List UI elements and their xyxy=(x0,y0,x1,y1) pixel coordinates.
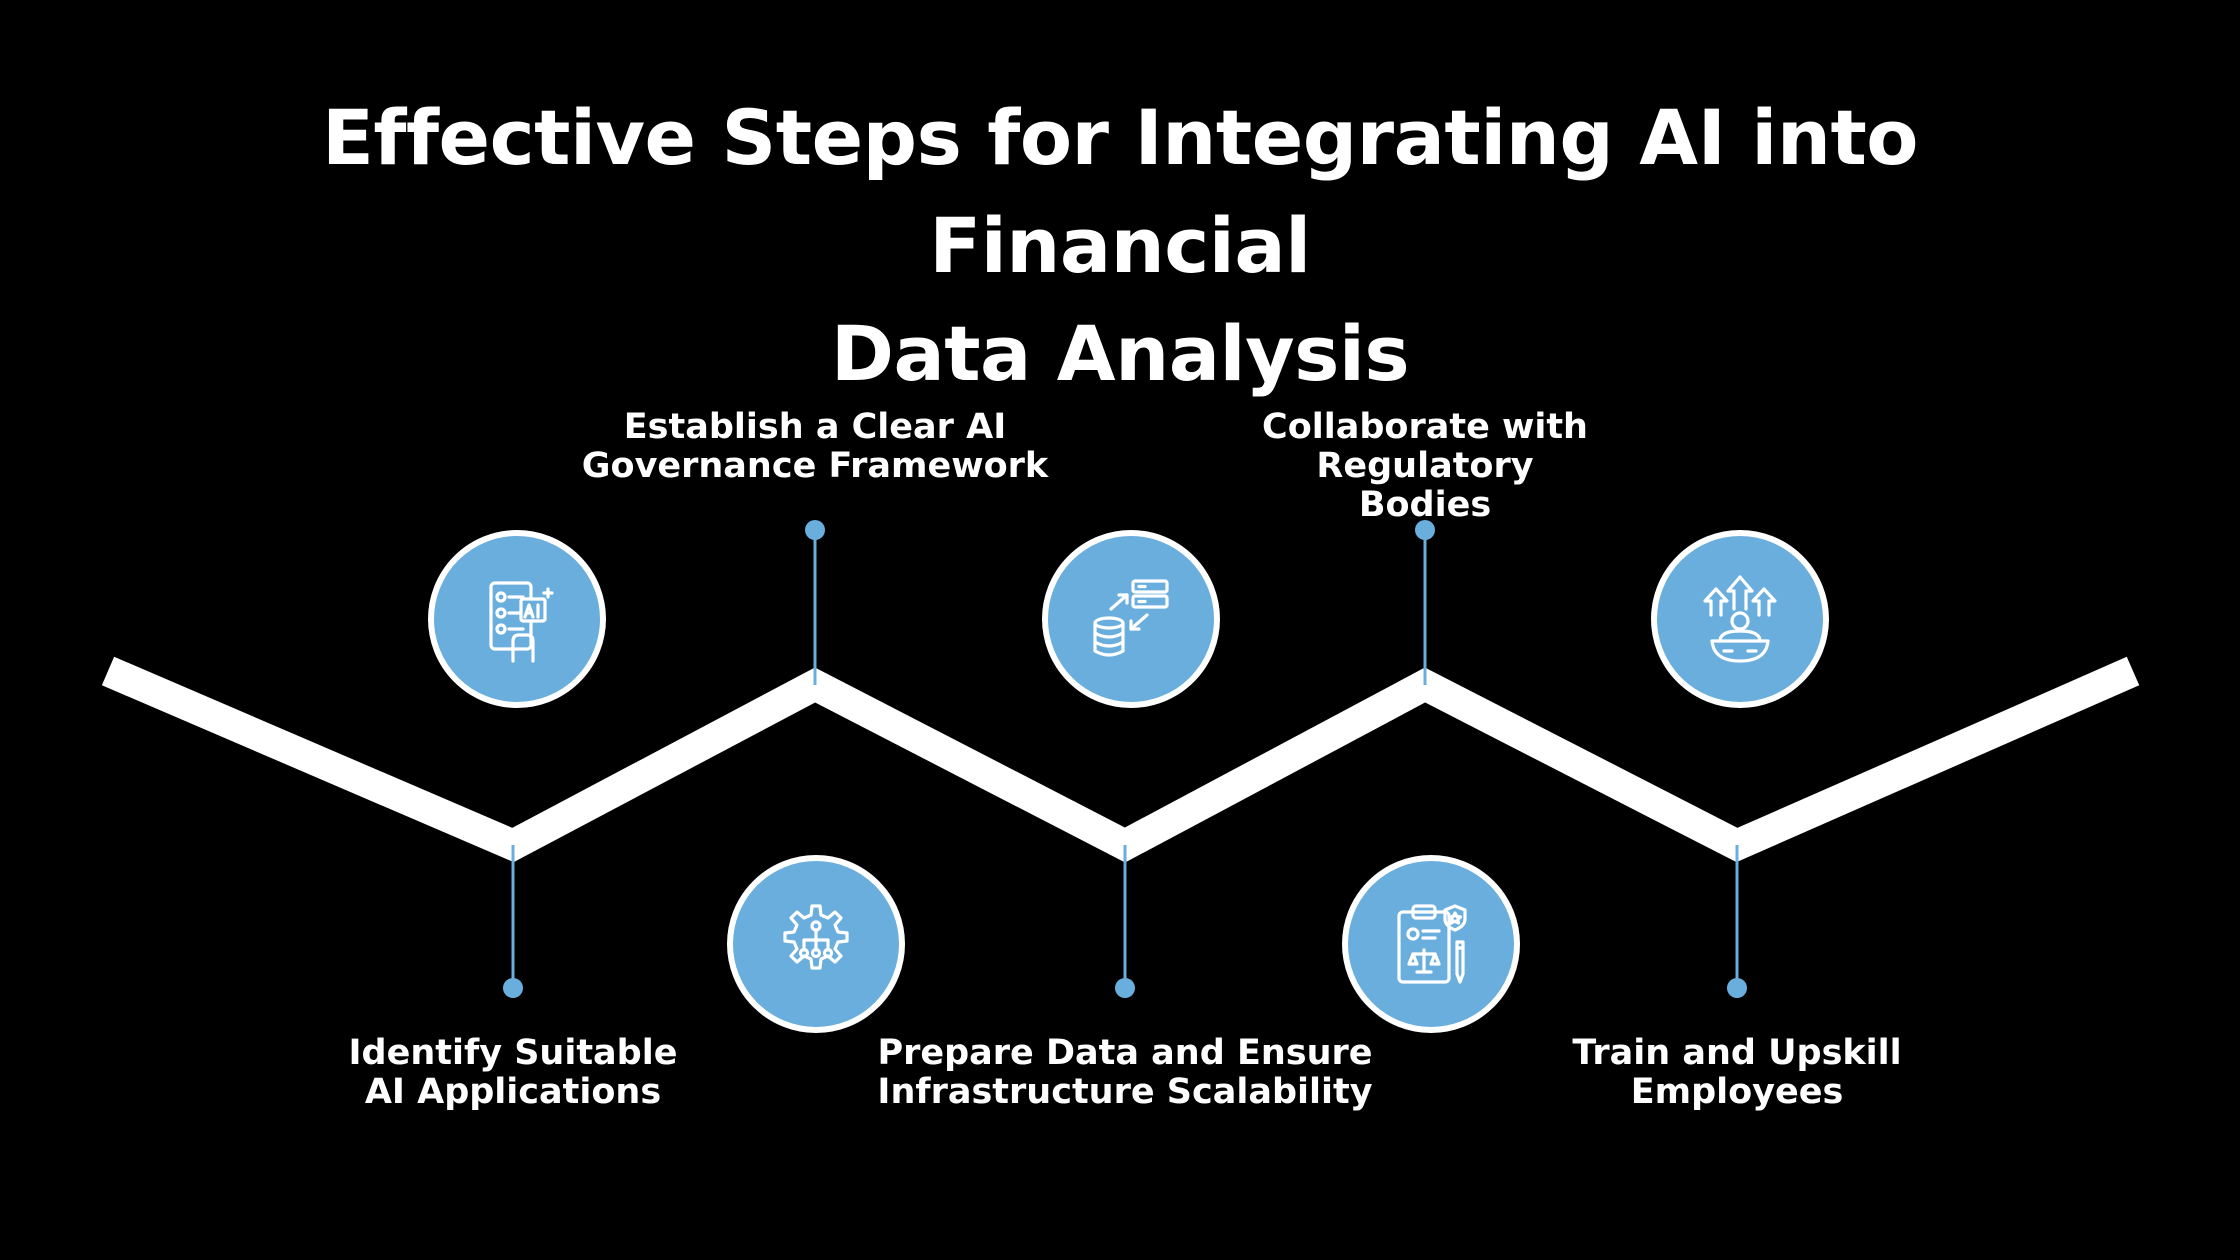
step-4-label-line-3: Bodies xyxy=(1358,485,1492,525)
step-1-label-line-2: AI Applications xyxy=(364,1072,662,1112)
step-1-dot xyxy=(503,978,523,998)
step-2-dot xyxy=(805,520,825,540)
step-5-circle xyxy=(1651,530,1829,708)
step-1-circle xyxy=(428,530,606,708)
step-1-badge xyxy=(428,530,606,708)
title-line-1: Effective Steps for Integrating AI into … xyxy=(321,93,1919,290)
step-3-label-line-1: Prepare Data and Ensure xyxy=(877,1033,1373,1073)
step-5-label-line-2: Employees xyxy=(1630,1072,1844,1112)
step-4-dot xyxy=(1415,520,1435,540)
step-3-dot xyxy=(1115,978,1135,998)
step-5-dot xyxy=(1727,978,1747,998)
step-1-label-line-1: Identify Suitable xyxy=(348,1033,678,1073)
step-4-badge xyxy=(1342,855,1520,1033)
step-4-circle xyxy=(1342,855,1520,1033)
step-4-label-line-2: Regulatory xyxy=(1316,446,1534,486)
step-3-badge xyxy=(1042,530,1220,708)
step-5-label-line-1: Train and Upskill xyxy=(1572,1033,1902,1073)
step-5-badge xyxy=(1651,530,1829,708)
step-2-label-line-1: Establish a Clear AI xyxy=(623,407,1007,447)
title-line-2: Data Analysis xyxy=(830,309,1410,398)
step-3-circle xyxy=(1042,530,1220,708)
step-2-badge xyxy=(727,855,905,1033)
step-2-label-line-2: Governance Framework xyxy=(581,446,1049,486)
step-4-label-line-1: Collaborate with xyxy=(1262,407,1588,447)
step-3-label-line-2: Infrastructure Scalability xyxy=(877,1072,1373,1112)
page-title: Effective Steps for Integrating AI into … xyxy=(120,84,2120,408)
